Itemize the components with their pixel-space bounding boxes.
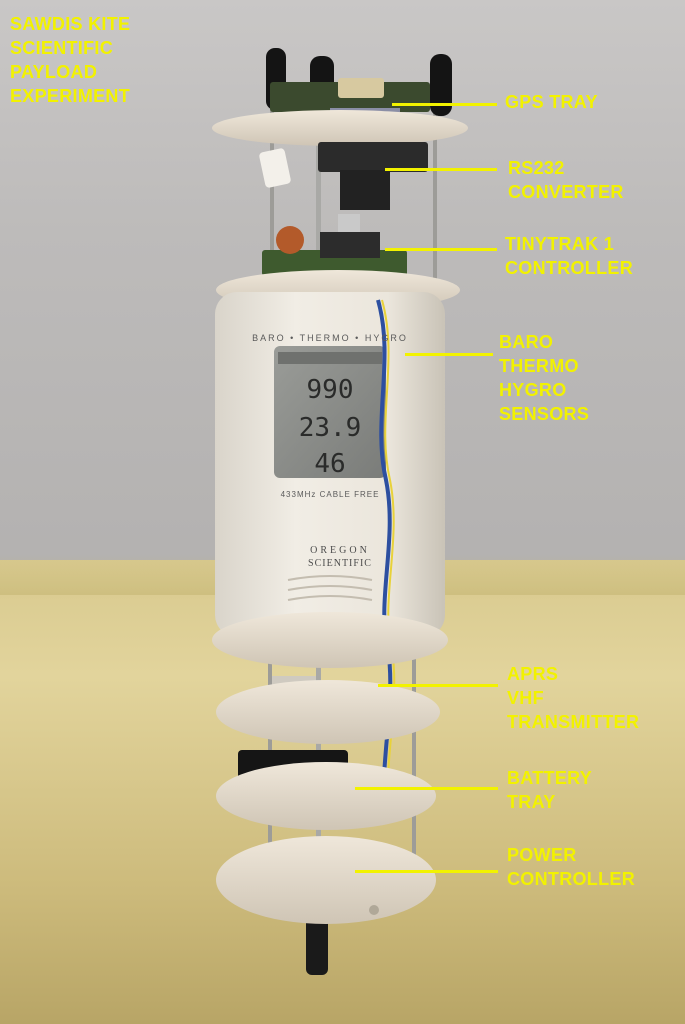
device-top-strip: BARO • THERMO • HYGRO: [252, 333, 408, 343]
vent: [287, 575, 373, 581]
tinytrak-chip: [320, 232, 380, 258]
mounting-hole: [369, 905, 379, 915]
lcd-icons: [278, 352, 382, 364]
label-battery: BATTERY TRAY: [507, 768, 593, 812]
lcd-screen: [274, 346, 386, 478]
label-tinytrak: TINYTRAK 1 CONTROLLER: [505, 234, 633, 278]
gps-tray-disc: [212, 110, 468, 146]
battery-disc: [216, 762, 436, 830]
pointer-tinytrak: [385, 248, 497, 251]
transmitter-disc: [216, 680, 440, 744]
rs232-connector: [340, 170, 390, 210]
pointer-battery: [355, 787, 498, 790]
label-sensors: BARO THERMO HYGRO SENSORS: [499, 332, 590, 424]
lcd-row1: 990: [307, 375, 354, 405]
vent: [287, 585, 373, 591]
lcd-row3: 46: [314, 449, 345, 479]
pointer-aprs: [378, 684, 498, 687]
capacitor: [276, 226, 304, 254]
label-gps-tray: GPS TRAY: [505, 92, 598, 112]
label-power: POWER CONTROLLER: [507, 845, 635, 889]
rs232-board: [318, 142, 428, 172]
device-bottom-strip: 433MHz CABLE FREE: [281, 490, 380, 499]
pointer-sensors: [405, 353, 493, 356]
tag-label: [259, 148, 291, 188]
lower-right-rod: [412, 640, 416, 900]
title: SAWDIS KITE SCIENTIFIC PAYLOAD EXPERIMEN…: [10, 14, 131, 106]
pointer-rs232: [385, 168, 497, 171]
vent: [287, 595, 373, 601]
brand-line2: SCIENTIFIC: [308, 558, 372, 569]
gps-module: [338, 78, 384, 98]
right-rod: [433, 110, 437, 290]
power-disc: [216, 836, 436, 924]
antenna-right: [430, 54, 452, 116]
label-aprs: APRS VHF TRANSMITTER: [507, 664, 640, 732]
brand-line1: OREGON: [310, 545, 370, 556]
regulator: [338, 214, 360, 232]
pointer-gps: [392, 103, 497, 106]
label-rs232: RS232 CONVERTER: [508, 158, 624, 202]
lcd-row2: 23.9: [299, 413, 362, 443]
left-rod: [270, 110, 274, 290]
sensor-base-disc: [212, 612, 448, 668]
pointer-power: [355, 870, 498, 873]
